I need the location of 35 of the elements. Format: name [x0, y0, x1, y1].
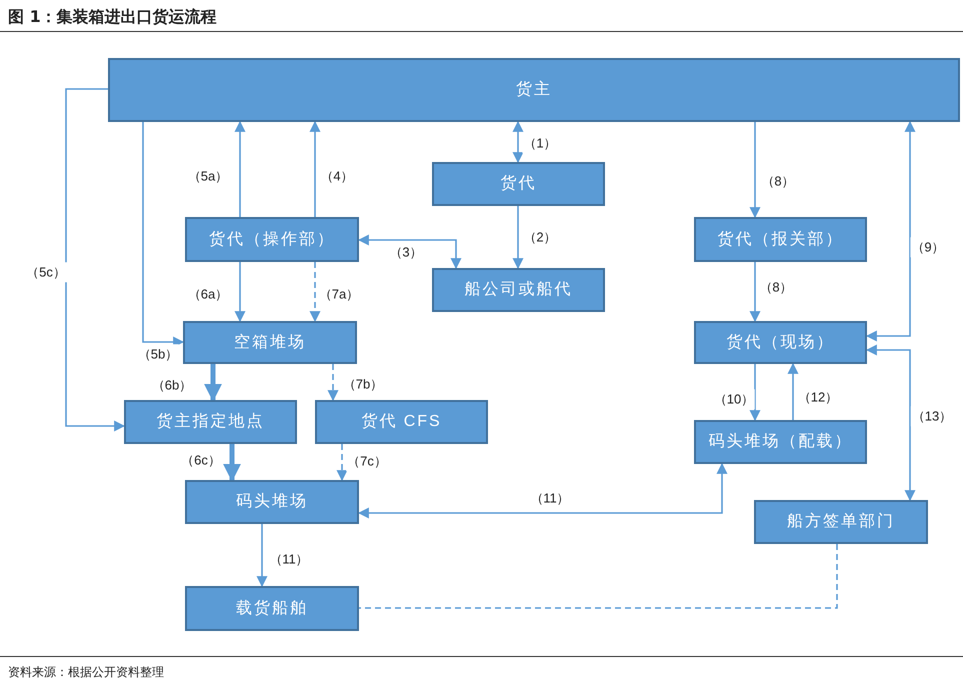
process-box: 货主指定地点	[124, 400, 297, 444]
arrow	[310, 120, 320, 217]
arrow	[336, 444, 348, 482]
arrow	[750, 262, 760, 322]
process-box: 货代 CFS	[315, 400, 488, 444]
arrow	[512, 206, 524, 270]
arrow	[310, 262, 320, 322]
arrow	[358, 234, 462, 270]
process-box: 货代（报关部）	[694, 217, 867, 262]
process-box: 货代（操作部）	[185, 217, 359, 262]
arrow	[65, 88, 126, 432]
arrow	[328, 364, 338, 402]
process-box: 空箱堆场	[183, 321, 357, 364]
arrow	[358, 462, 728, 518]
process-box: 货主	[108, 58, 960, 122]
process-box: 船方签单部门	[754, 500, 928, 544]
title: 图 1：集装箱进出口货运流程	[8, 6, 217, 28]
arrow	[223, 444, 241, 482]
arrow	[866, 344, 916, 502]
arrow	[866, 120, 916, 342]
process-box: 载货船舶	[185, 586, 359, 631]
process-box: 船公司或船代	[432, 268, 605, 312]
process-box: 码头堆场	[185, 480, 359, 524]
arrow	[750, 122, 760, 218]
process-box: 货代	[432, 162, 605, 206]
process-box: 货代（现场）	[694, 321, 867, 364]
arrow	[750, 364, 760, 422]
arrow	[788, 362, 798, 420]
arrow	[256, 524, 268, 588]
process-box: 码头堆场（配载）	[694, 420, 867, 464]
caption: 资料来源：根据公开资料整理	[8, 664, 164, 681]
arrow	[234, 262, 246, 322]
arrow	[204, 364, 222, 402]
arrow	[234, 120, 246, 217]
arrow	[512, 120, 524, 164]
